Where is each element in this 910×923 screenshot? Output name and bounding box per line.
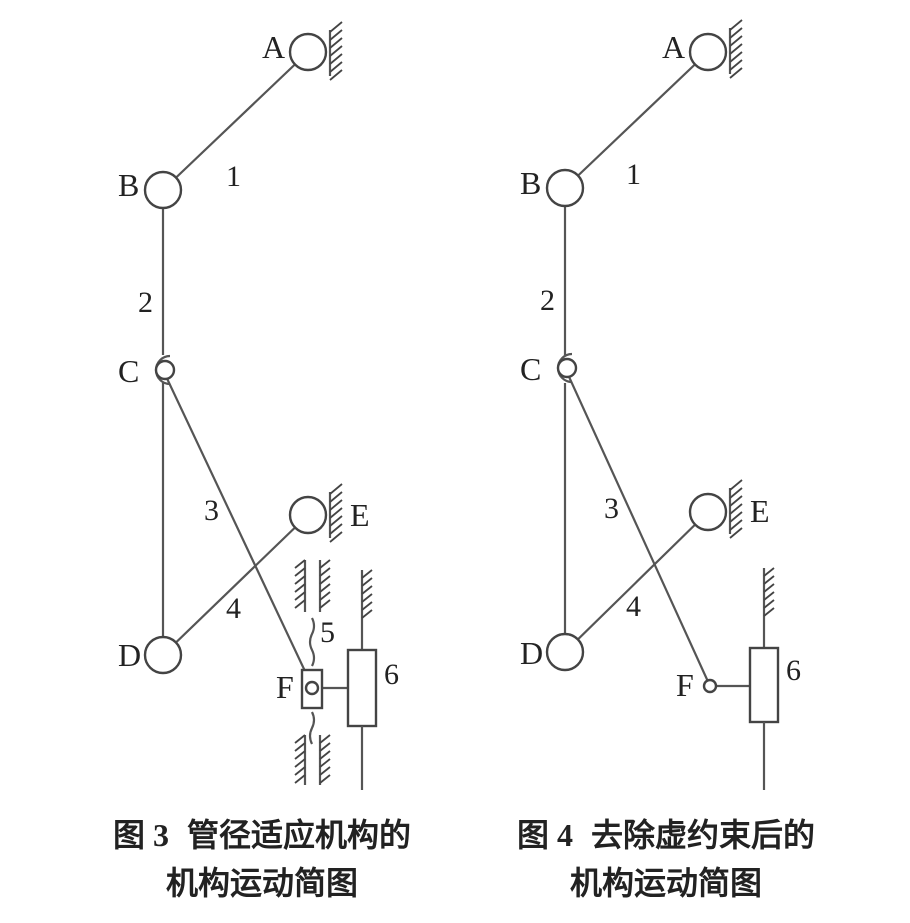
label-f: F [676, 667, 694, 703]
joint-c [154, 359, 176, 381]
joint-e [688, 492, 728, 532]
link-number-2: 2 [138, 286, 153, 319]
ground-a [328, 21, 343, 81]
joint-a [688, 32, 728, 72]
slider-6 [748, 567, 780, 790]
label-f: F [276, 669, 294, 705]
ground-a [728, 19, 743, 79]
joint-c [556, 357, 578, 379]
label-a: A [662, 29, 685, 65]
link-number-3: 3 [204, 494, 219, 527]
link-number-6: 6 [384, 658, 399, 691]
link-number-4: 4 [626, 590, 641, 623]
link-number-2: 2 [540, 284, 555, 317]
joint-b [545, 168, 585, 208]
caption-fig4-line2: 机构运动简图 [570, 865, 762, 901]
caption-fig3-line2: 机构运动简图 [166, 865, 358, 901]
link-1 [162, 51, 309, 191]
link-number-3: 3 [604, 492, 619, 525]
ground-e [728, 479, 743, 539]
link-number-4: 4 [226, 592, 241, 625]
label-c: C [118, 353, 139, 389]
label-c: C [520, 351, 541, 387]
link-3 [162, 369, 313, 687]
link-3 [563, 367, 712, 687]
joint-e [288, 495, 328, 535]
label-e: E [750, 493, 770, 529]
link-4 [564, 511, 709, 653]
joint-f [304, 680, 320, 696]
label-e: E [350, 497, 370, 533]
joint-a [288, 32, 328, 72]
link-number-1: 1 [626, 158, 641, 191]
label-b: B [520, 165, 541, 201]
label-a: A [262, 29, 285, 65]
joint-d [143, 635, 183, 675]
link-1 [564, 51, 709, 189]
link-4 [162, 514, 309, 656]
ground-e [328, 483, 343, 543]
caption-fig3-line1: 图 3 管径适应机构的 [113, 817, 411, 853]
label-d: D [520, 635, 543, 671]
joint-f [702, 678, 718, 694]
joint-d [545, 632, 585, 672]
label-d: D [118, 637, 141, 673]
caption-fig3-number: 图 3 [113, 817, 169, 853]
caption-fig4-number: 图 4 [517, 817, 573, 853]
caption-fig4-line1: 图 4 去除虚约束后的 [517, 817, 815, 853]
slider-6 [346, 569, 378, 790]
joint-b [143, 170, 183, 210]
caption-fig3-title: 管径适应机构的 [187, 817, 411, 853]
caption-fig4-title: 去除虚约束后的 [591, 817, 815, 853]
figure-4: A B C D E F 1 2 3 4 6 图 4 去除虚约束后的 机构运动简图 [517, 19, 815, 901]
link-number-1: 1 [226, 160, 241, 193]
link-number-5: 5 [320, 616, 335, 649]
slider-5-guides [294, 559, 331, 785]
link-number-6: 6 [786, 654, 801, 687]
figure-3: A B C D E F 1 2 3 4 5 6 图 3 管径适应机构的 机构运动简… [113, 21, 411, 901]
label-b: B [118, 167, 139, 203]
